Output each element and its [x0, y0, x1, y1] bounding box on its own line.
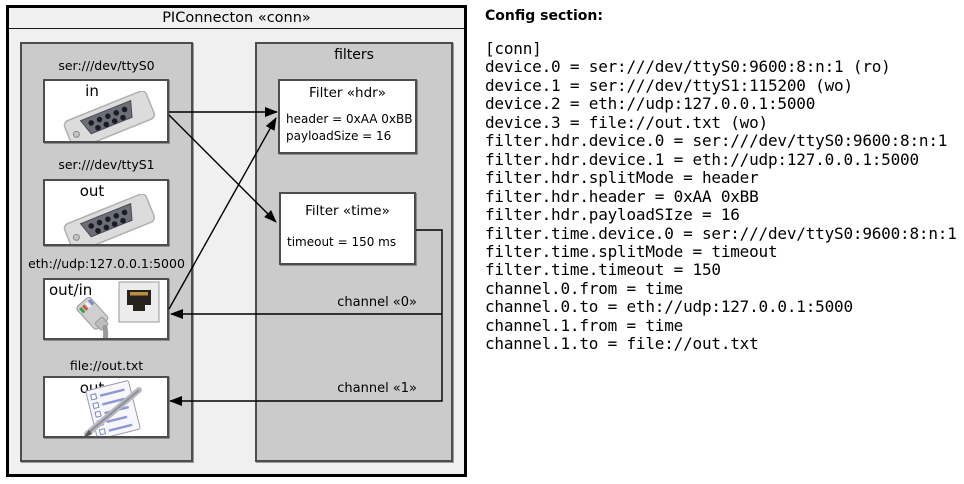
filter-time-params: timeout = 150 ms [287, 235, 397, 249]
device-box-ttys0: in [43, 79, 169, 143]
device-box-eth: out/in [43, 278, 169, 340]
config-heading: Config section: [485, 8, 603, 24]
serial-connector-icon [63, 91, 156, 141]
filter-time-box: Filter «time» timeout = 150 ms [279, 192, 416, 265]
device-direction: out [79, 182, 105, 200]
device-box-file: out [43, 376, 169, 438]
filter-hdr-params: header = 0xAA 0xBB payloadSize = 16 [286, 112, 413, 143]
filter-hdr-box: Filter «hdr» header = 0xAA 0xBB payloadS… [278, 79, 417, 154]
config-text: [conn] device.0 = ser:///dev/ttyS0:9600:… [485, 39, 957, 354]
channel-1-label: channel «1» [337, 381, 417, 396]
filters-panel: filters Filter «hdr» header = 0xAA 0xBB … [255, 42, 453, 462]
notepad-pen-icon [84, 380, 142, 436]
filter-time-title: Filter «time» [305, 203, 390, 219]
device-label-eth: eth://udp:127.0.0.1:5000 [28, 256, 185, 271]
channel-0-label: channel «0» [337, 295, 417, 310]
ethernet-connector-icon [76, 281, 160, 338]
device-label-file: file://out.txt [69, 358, 144, 373]
filter-hdr-title: Filter «hdr» [309, 85, 386, 101]
device-label-ttys1: ser:///dev/ttyS1 [58, 157, 155, 172]
device-direction: in [85, 82, 99, 100]
device-direction: out/in [49, 281, 93, 299]
pen [84, 387, 142, 436]
connector-diagram: PIConnecton «conn» ser:///dev/ttyS0 in s… [6, 5, 467, 477]
filters-panel-title: filters [334, 47, 374, 63]
devices-panel: ser:///dev/ttyS0 in ser:///dev/ttyS1 out [20, 42, 193, 462]
diagram-title: PIConnecton «conn» [9, 8, 464, 29]
device-label-ttys0: ser:///dev/ttyS0 [58, 58, 155, 73]
device-box-ttys1: out [43, 179, 169, 246]
serial-connector-icon [63, 194, 156, 244]
